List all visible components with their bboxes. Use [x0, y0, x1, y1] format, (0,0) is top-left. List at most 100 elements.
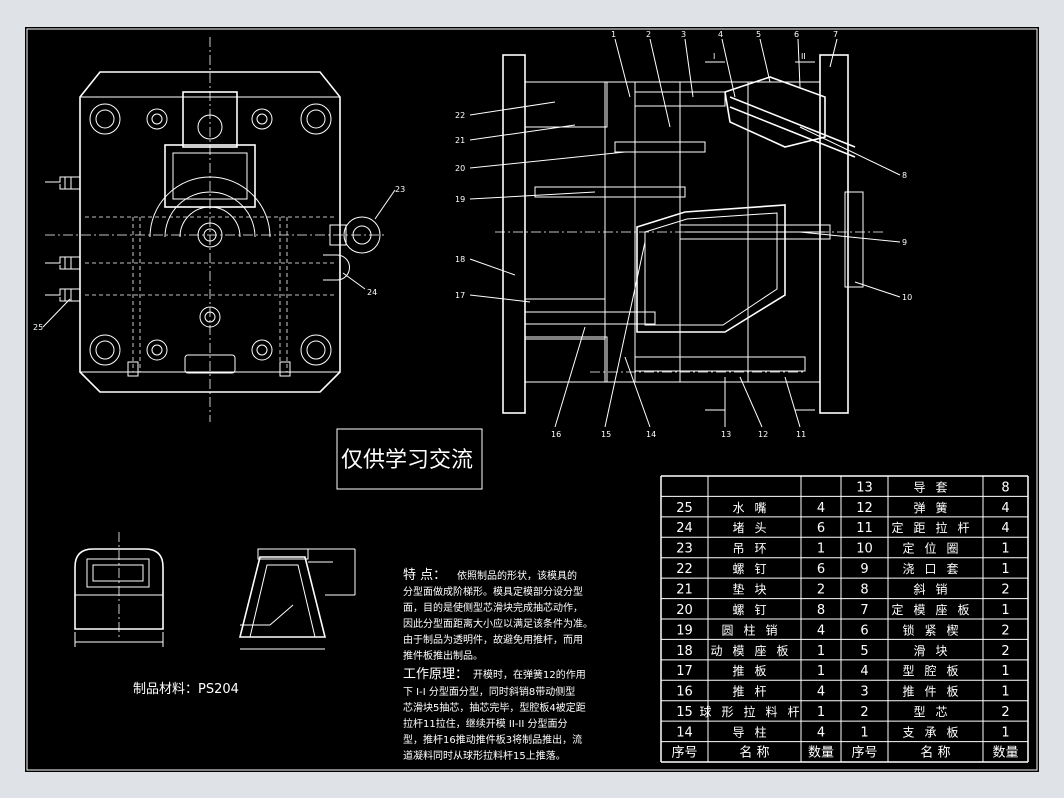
bom-no: 16 — [676, 685, 693, 700]
sheet-frame — [26, 28, 1038, 771]
bom-no: 9 — [860, 562, 868, 577]
bom-header-no: 序号 — [671, 745, 697, 760]
section-mark-2: II — [801, 52, 806, 61]
bom-no: 3 — [860, 685, 868, 700]
bom-qty: 1 — [1001, 685, 1009, 700]
features-heading: 特 点： — [403, 568, 446, 583]
callout-13: 13 — [721, 430, 731, 439]
bom-no: 7 — [860, 603, 868, 618]
bom-name: 定模座板 — [891, 602, 979, 617]
callout-3: 3 — [681, 30, 686, 39]
callouts-bottom: 16 15 14 13 12 11 — [551, 241, 806, 439]
bom-no: 19 — [676, 623, 693, 638]
callout-14: 14 — [646, 430, 656, 439]
bom-name: 推板 — [732, 664, 776, 678]
bom-name: 斜销 — [913, 582, 957, 596]
bom-qty: 2 — [1001, 582, 1009, 597]
section-mark-1: I — [713, 52, 715, 61]
bom-qty: 4 — [817, 725, 825, 740]
bom-name: 浇口套 — [902, 562, 968, 576]
callout-2: 2 — [646, 30, 651, 39]
callout-4: 4 — [718, 30, 723, 39]
bom-header-qty: 数量 — [808, 745, 834, 760]
bom-qty: 4 — [1001, 521, 1009, 536]
bom-name: 球形拉料杆 — [699, 704, 809, 719]
bom-header-no: 序号 — [851, 745, 877, 760]
bom-no: 18 — [676, 644, 693, 659]
bom-name: 型芯 — [913, 705, 957, 719]
callout-21: 21 — [455, 136, 465, 145]
product-front-view — [74, 532, 164, 647]
callout-5: 5 — [756, 30, 761, 39]
plan-view: 23 24 25 — [33, 37, 405, 422]
section-view: I II 1 2 3 4 5 6 7 22 21 — [455, 30, 912, 439]
callout-12: 12 — [758, 430, 768, 439]
bom-qty: 4 — [817, 623, 825, 638]
bom-name: 圆柱销 — [721, 622, 787, 637]
features-line-1: 依照制品的形状，该模具的 — [457, 569, 577, 582]
bom-qty: 1 — [1001, 542, 1009, 557]
watermark-text: 仅供学习交流 — [341, 448, 473, 473]
bom-qty: 1 — [817, 644, 825, 659]
bom-name: 推杆 — [732, 685, 776, 699]
features-line-6: 推件板推出制品。 — [403, 649, 483, 662]
bom-name: 垫块 — [732, 581, 776, 596]
features-line-3: 面，目的是使侧型芯滑块完成抽芯动作， — [403, 601, 583, 614]
bom-no: 24 — [676, 521, 693, 536]
bom-name: 弹簧 — [913, 500, 957, 515]
callout-16: 16 — [551, 430, 561, 439]
plan-callout-25: 25 — [33, 323, 43, 332]
bom-qty: 2 — [1001, 623, 1009, 638]
bom-qty: 1 — [817, 705, 825, 720]
bom-no: 1 — [860, 725, 868, 740]
callout-11: 11 — [796, 430, 806, 439]
callouts-top: 1 2 3 4 5 6 7 — [611, 30, 838, 128]
drawing-canvas: 23 24 25 — [26, 28, 1038, 771]
features-line-2: 分型面做成阶梯形。模具定模部分设分型 — [403, 585, 583, 598]
callout-9: 9 — [902, 238, 907, 247]
bom-no: 17 — [676, 664, 693, 679]
material-label: 制品材料：PS204 — [133, 682, 239, 697]
bom-no: 22 — [676, 562, 693, 577]
bom-qty: 1 — [1001, 725, 1009, 740]
bom-name: 推件板 — [902, 685, 968, 699]
callouts-left: 22 21 20 19 18 17 — [455, 101, 626, 303]
bom-qty: 6 — [817, 562, 825, 577]
bom-no: 21 — [676, 582, 693, 597]
drawing-sheet: 23 24 25 — [25, 27, 1039, 772]
bom-no: 14 — [676, 725, 693, 740]
features-line-4: 因此分型面距离大小应以满足该条件为准。 — [403, 617, 593, 630]
bom-qty: 2 — [817, 582, 825, 597]
callout-1: 1 — [611, 30, 616, 39]
bom-name: 螺钉 — [732, 603, 776, 617]
principle-line-2: 下 I-I 分型面分型，同时斜销8带动侧型 — [403, 685, 575, 698]
principle-heading: 工作原理： — [403, 667, 468, 682]
callout-15: 15 — [601, 430, 611, 439]
callout-10: 10 — [902, 293, 912, 302]
callout-8: 8 — [902, 171, 907, 180]
bom-name: 水嘴 — [732, 501, 776, 515]
bom-name: 导柱 — [732, 724, 776, 739]
bom-name: 吊环 — [732, 542, 776, 556]
bom-no: 8 — [860, 582, 868, 597]
principle-line-4: 拉杆11拉住，继续开模 II-II 分型面分 — [403, 717, 568, 730]
bom-qty: 1 — [1001, 664, 1009, 679]
bom-qty: 8 — [817, 603, 825, 618]
bom-name: 螺钉 — [732, 562, 776, 576]
bom-no: 12 — [856, 501, 873, 516]
bom-qty: 2 — [1001, 705, 1009, 720]
bom-header-name: 名 称 — [739, 744, 769, 760]
plan-callout-24: 24 — [367, 288, 377, 297]
product-section-view — [238, 548, 356, 650]
bom-name: 型腔板 — [902, 663, 968, 678]
callout-20: 20 — [455, 164, 465, 173]
watermark-box — [336, 428, 483, 490]
bom-name: 滑块 — [913, 644, 957, 658]
principle-line-1: 开模时，在弹簧12的作用 — [473, 668, 586, 681]
callout-18: 18 — [455, 255, 465, 264]
bom-qty: 1 — [817, 542, 825, 557]
bom-qty: 1 — [817, 664, 825, 679]
features-line-5: 由于制品为透明件，故避免用推杆，而用 — [403, 633, 583, 646]
plan-callout-23: 23 — [395, 185, 405, 194]
